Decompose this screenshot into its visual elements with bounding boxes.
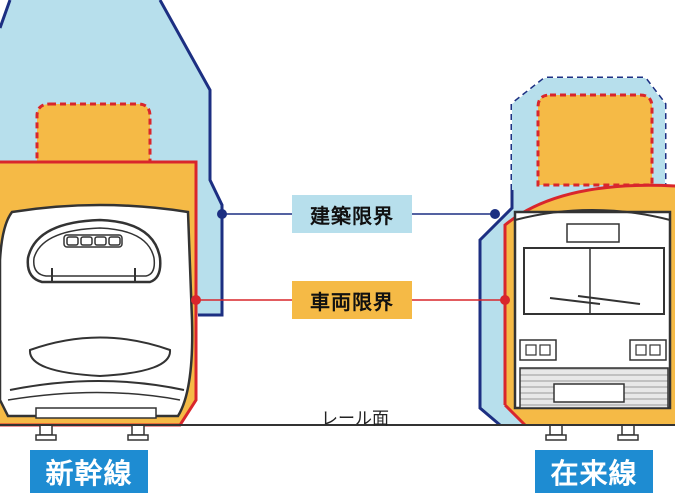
shinkansen-structure-outline	[0, 0, 224, 317]
rail-surface-label: レール面	[321, 409, 389, 429]
zairai-vehicle-upper-gauge	[536, 93, 654, 187]
vehicle-gauge-leader	[191, 295, 510, 305]
zairai-wheels	[545, 424, 639, 441]
zairai-label: 在来線	[535, 450, 653, 493]
shinkansen-wheels	[35, 424, 149, 441]
zairai-vehicle-outline	[503, 183, 675, 427]
shinkansen-train-front	[0, 203, 194, 419]
zairai-structure-outline	[478, 190, 514, 427]
structure-gauge-leader	[217, 209, 500, 219]
zairai-train-front	[513, 209, 672, 410]
structure-gauge-label: 建築限界	[292, 195, 412, 233]
shinkansen-vehicle-upper-gauge	[35, 102, 152, 164]
shinkansen-label: 新幹線	[30, 450, 148, 493]
vehicle-gauge-label: 車両限界	[292, 281, 412, 319]
